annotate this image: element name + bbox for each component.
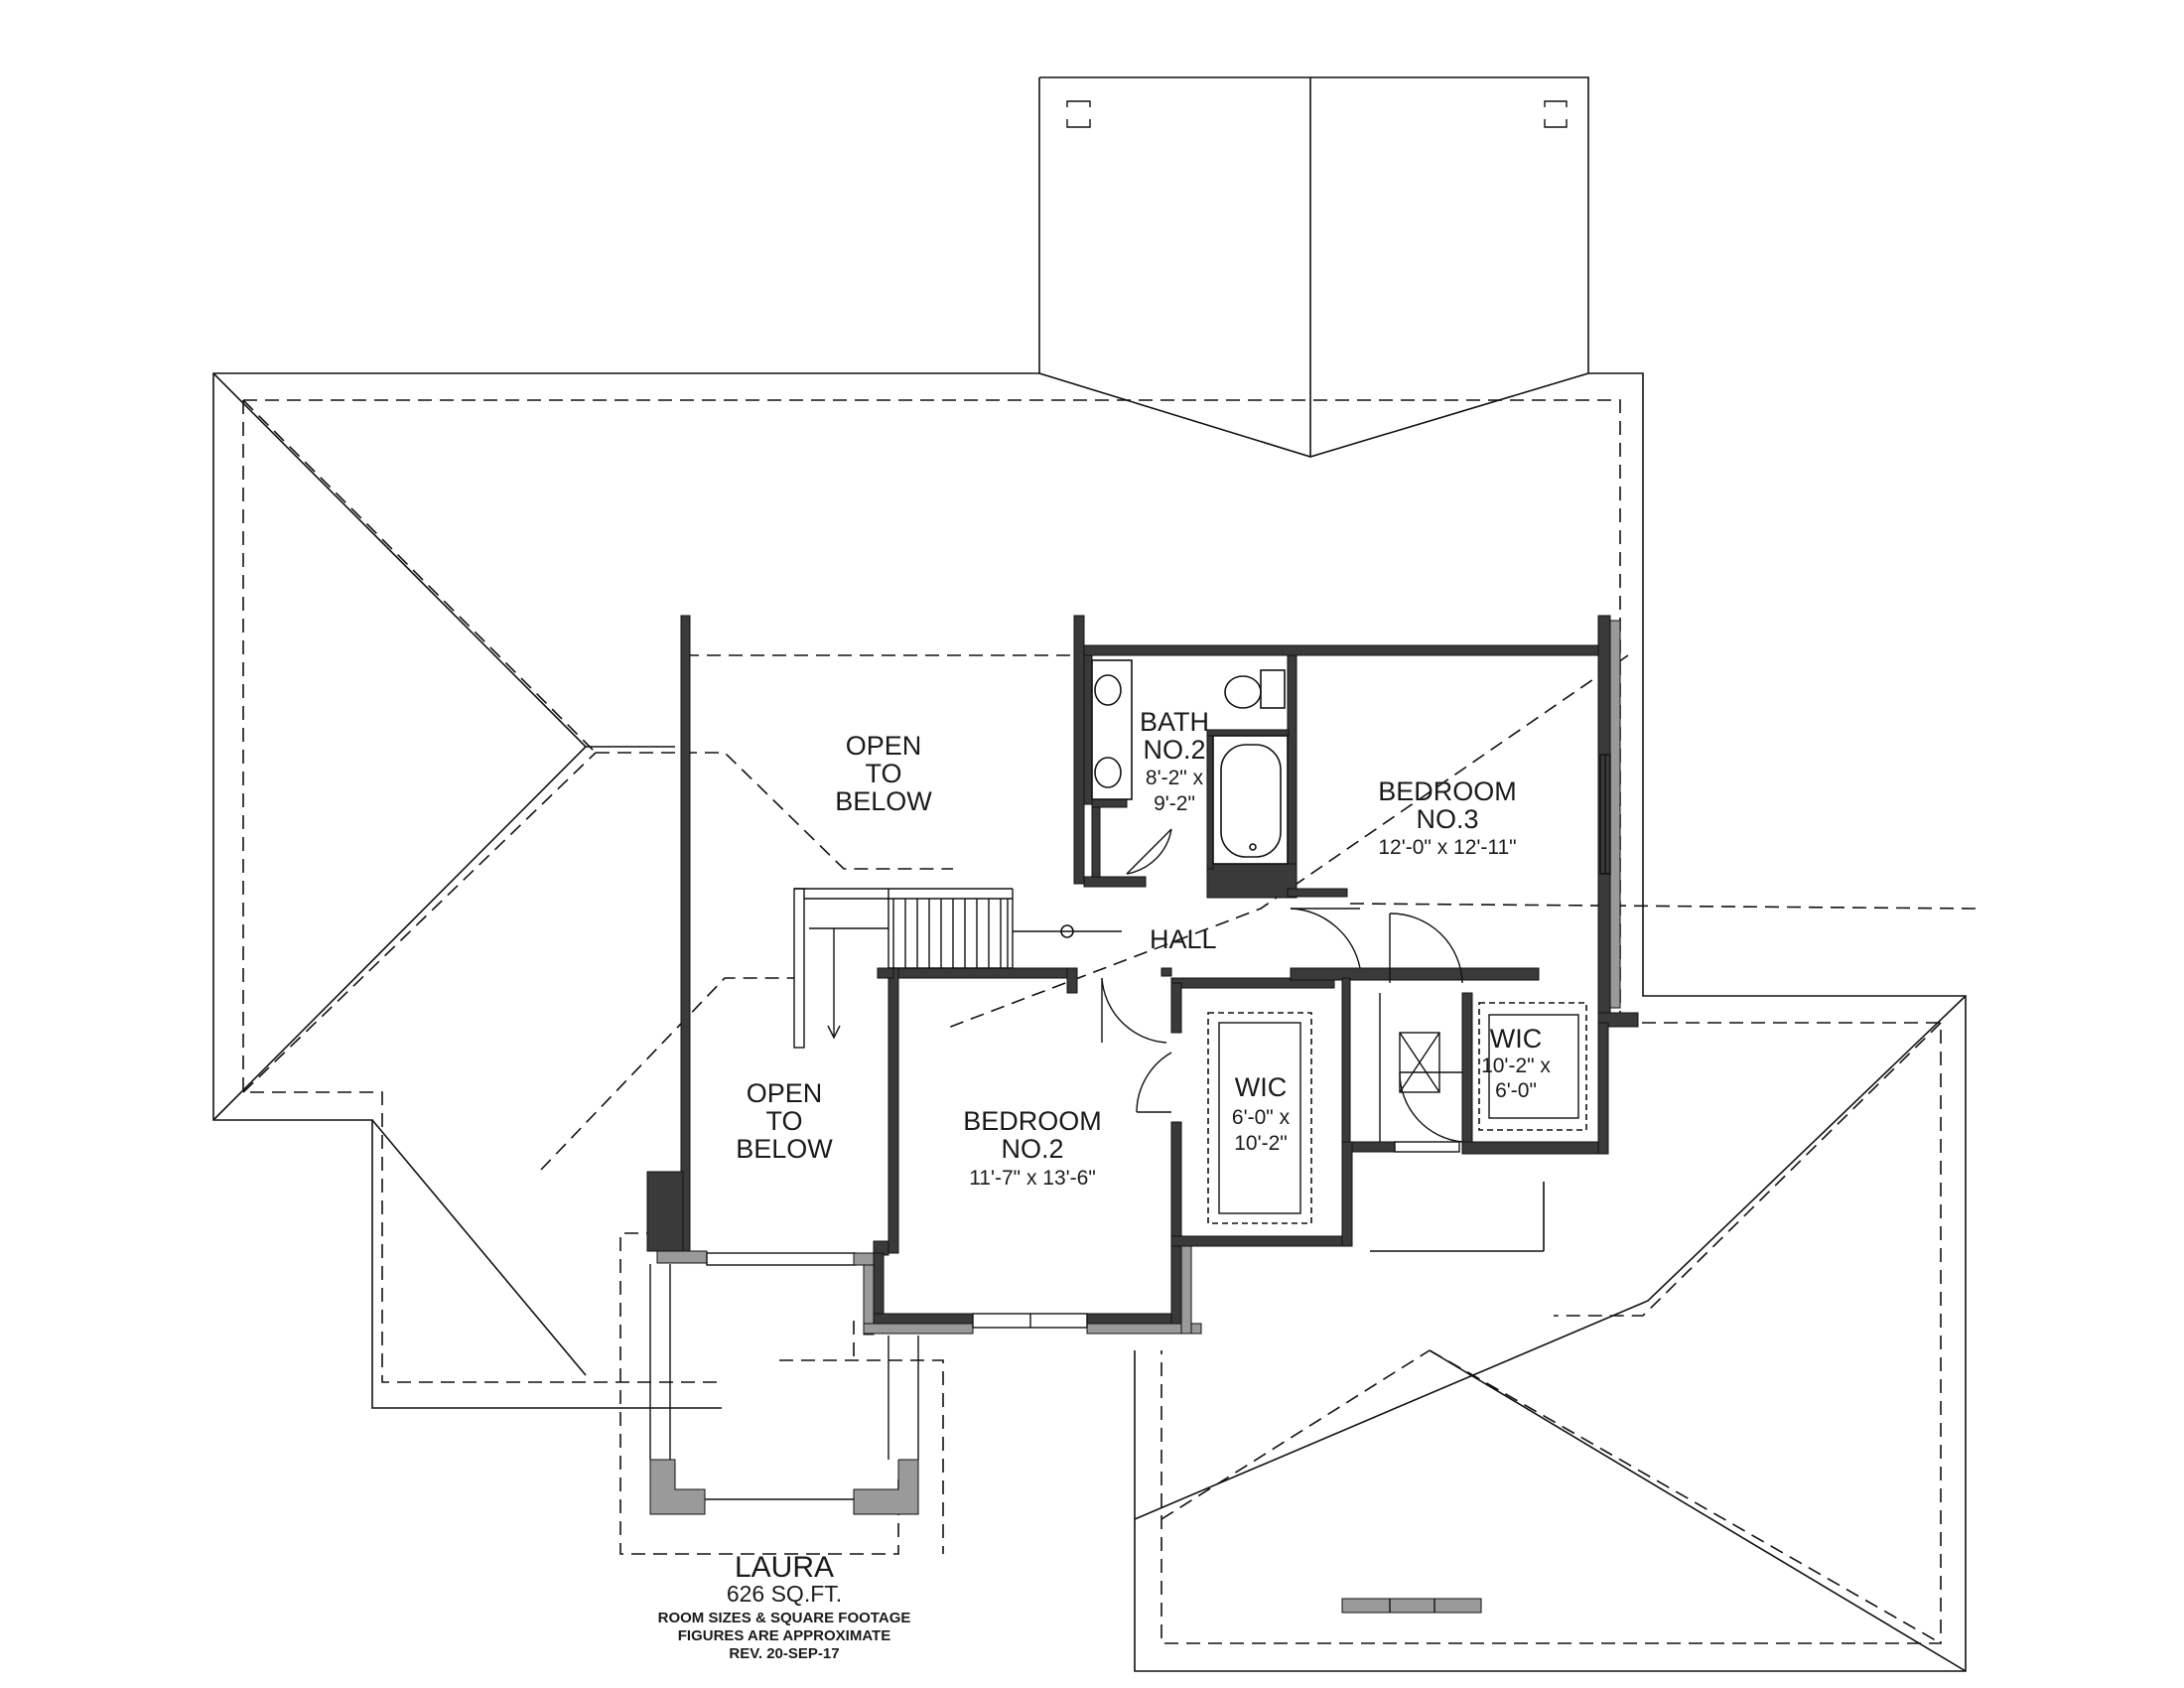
hall-name: HALL [1150,924,1217,954]
open-lower-line3: BELOW [736,1134,833,1164]
wic-center-dim2: 10'-2" [1234,1132,1288,1155]
corner-markers [1066,100,1568,128]
wic-center-dim1: 6'-0" x [1232,1106,1291,1129]
wic-right-name: WIC [1490,1024,1542,1054]
porch-columns [649,1264,1482,1614]
room-label-bedroom3: BEDROOM NO.3 12'-0" x 12'-11" [1378,776,1517,859]
roof-overhang-lines [242,399,1977,1644]
bedroom3-name1: BEDROOM [1378,776,1517,806]
room-label-bath2: BATH NO.2 8'-2" x 9'-2" [1140,707,1209,815]
room-label-wic-right: WIC 10'-2" x 6'-0" [1481,1024,1551,1102]
open-upper-line1: OPEN [846,731,922,761]
plan-area: 626 SQ.FT. [727,1581,842,1607]
bath2-name2: NO.2 [1143,735,1205,765]
wic-right-dim2: 6'-0" [1495,1079,1537,1102]
bedroom3-dim: 12'-0" x 12'-11" [1378,836,1516,859]
room-label-open-to-below-lower: OPEN TO BELOW [736,1078,833,1164]
bath-fixtures [1091,659,1289,865]
open-lower-line2: TO [765,1106,802,1136]
room-label-wic-center: WIC 6'-0" x 10'-2" [1232,1072,1291,1155]
roof-outline [212,76,1967,1672]
staircase [793,888,1122,1049]
bath2-dim2: 9'-2" [1154,792,1195,815]
room-label-hall: HALL [1150,924,1217,954]
bedroom2-dim: 11'-7" x 13'-6" [969,1167,1096,1190]
bath2-name1: BATH [1140,707,1209,737]
bedroom3-name2: NO.3 [1416,804,1478,834]
bedroom2-name1: BEDROOM [963,1106,1102,1136]
plan-note-line2: FIGURES ARE APPROXIMATE [678,1627,890,1644]
wic-right-dim1: 10'-2" x [1481,1055,1551,1077]
bath2-dim1: 8'-2" x [1146,767,1204,789]
plan-revision: REV. 20-SEP-17 [729,1645,839,1662]
open-lower-line1: OPEN [747,1078,823,1108]
plan-name: LAURA [735,1551,834,1584]
window-bedroom3 [1599,754,1611,875]
plan-note-line1: ROOM SIZES & SQUARE FOOTAGE [658,1610,911,1626]
bedroom2-name2: NO.2 [1001,1134,1063,1164]
title-block: LAURA 626 SQ.FT. ROOM SIZES & SQUARE FOO… [658,1551,911,1662]
open-upper-line2: TO [865,759,901,788]
doors [1101,828,1463,1153]
room-label-bedroom2: BEDROOM NO.2 11'-7" x 13'-6" [963,1106,1102,1190]
wic-center-name: WIC [1235,1072,1287,1102]
room-label-open-to-below-upper: OPEN TO BELOW [835,731,932,816]
wic-shelves [1207,1002,1587,1224]
open-upper-line3: BELOW [835,786,932,816]
